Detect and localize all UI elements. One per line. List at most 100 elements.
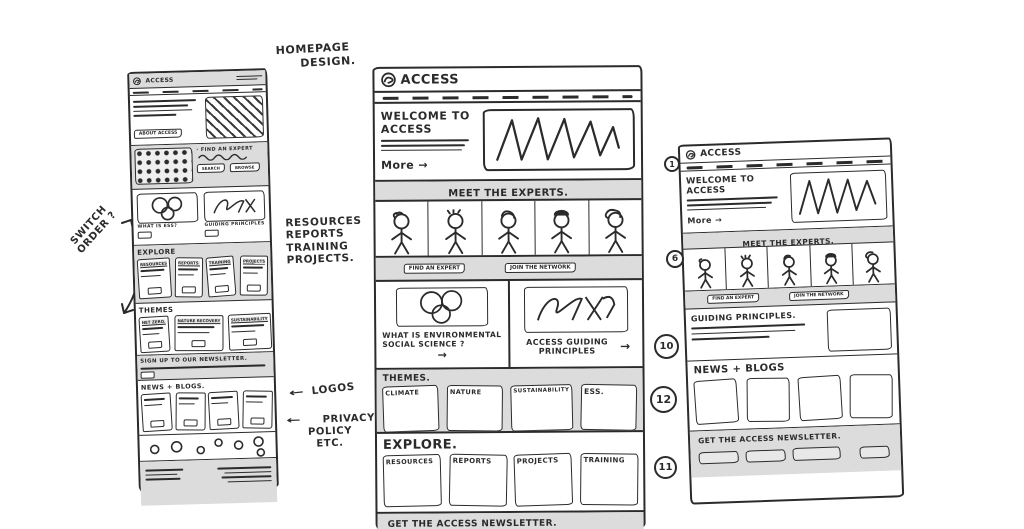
- wireframe-left-page: ACCESS ABOUT ACCESS · FIND AN EXPERT: [127, 68, 279, 506]
- newsletter-field: [792, 446, 841, 462]
- newsletter-label: GET THE ACCESS NEWSLETTER.: [387, 518, 557, 529]
- person-icon: [739, 254, 755, 288]
- person-icon: [604, 208, 626, 254]
- left-logos-row: [139, 432, 276, 462]
- hero-copy: WELCOME TO ACCESS More →: [381, 109, 483, 174]
- left-hero-text: ABOUT ACCESS: [132, 97, 206, 142]
- scribble-image: [523, 286, 629, 333]
- left-arrow-icon: ←: [288, 385, 306, 400]
- expert-cell: [587, 200, 642, 255]
- circles-image: [395, 287, 489, 327]
- news-card: [746, 377, 790, 423]
- left-info-cards: WHAT IS ESS? GUIDING PRINCIPLES: [132, 186, 270, 246]
- right-newsletter-band: GET THE ACCESS NEWSLETTER.: [689, 424, 902, 478]
- left-find-expert-band: · FIND AN EXPERT SEARCH BROWSE: [131, 142, 269, 190]
- left-footer: [140, 458, 278, 506]
- partner-logos-icons: [149, 436, 266, 457]
- right-experts-row: [683, 242, 895, 292]
- sketch-image: [203, 190, 266, 222]
- logo-icon: [381, 72, 396, 88]
- middle-explore-section: EXPLORE. RESOURCES REPORTS PROJECTS TRAI…: [376, 432, 644, 514]
- guiding-copy: GUIDING PRINCIPLES.: [691, 310, 828, 356]
- middle-experts-title-band: MEET THE EXPERTS.: [375, 180, 642, 202]
- middle-header: ACCESS: [374, 67, 641, 93]
- left-arrow-icon: ←: [286, 415, 302, 427]
- news-card: [175, 392, 205, 431]
- footer-links-left: [145, 465, 209, 501]
- circles-image: [136, 192, 199, 224]
- explore-card: TRAINING: [579, 453, 638, 506]
- guiding-principles-card: GUIDING PRINCIPLES: [203, 190, 266, 239]
- footer-links-right: [208, 463, 272, 499]
- news-card: [140, 392, 173, 433]
- find-expert-button: FIND AN EXPERT: [403, 263, 466, 274]
- newsletter-label: GET THE ACCESS NEWSLETTER.: [697, 431, 842, 446]
- welcome-title: WELCOME TO ACCESS: [380, 109, 471, 136]
- right-news-section: NEWS + BLOGS: [687, 354, 900, 432]
- card-button: [137, 231, 152, 239]
- theme-card: SUSTAINABILITY: [227, 312, 272, 351]
- what-is-ess-card: WHAT IS ENVIRONMENTAL SOCIAL SCIENCE ? →: [375, 280, 511, 368]
- step-number-badge: 12: [650, 386, 677, 413]
- expert-cell: [808, 243, 853, 287]
- right-guiding-section: GUIDING PRINCIPLES.: [685, 302, 898, 362]
- guiding-image: [826, 307, 893, 352]
- person-icon: [824, 253, 840, 285]
- more-link: More →: [687, 215, 723, 226]
- find-expert-label: · FIND AN EXPERT: [196, 145, 254, 154]
- step-number-badge: 11: [654, 456, 677, 479]
- arrow-right-icon: →: [437, 348, 448, 362]
- newsletter-field: [745, 448, 786, 463]
- newsletter-label: SIGN UP TO OUR NEWSLETTER.: [140, 355, 248, 365]
- left-themes-section: THEMES NET ZERO. NATURE RECOVERY SUSTAIN…: [135, 300, 274, 356]
- newsletter-submit-button: [140, 370, 155, 379]
- expert-cell: [375, 202, 428, 256]
- annotation-text: DESIGN.: [300, 53, 356, 70]
- wireframe-middle-page: ACCESS WELCOME TO ACCESS More → MEET THE…: [372, 65, 646, 529]
- middle-experts-buttons: FIND AN EXPERT JOIN THE NETWORK: [375, 256, 642, 282]
- news-card: [207, 390, 240, 431]
- hero-zigzag-image: [789, 169, 888, 223]
- expert-cell: [851, 242, 895, 285]
- left-newsletter-band: SIGN UP TO OUR NEWSLETTER.: [137, 352, 274, 381]
- find-expert-copy: · FIND AN EXPERT SEARCH BROWSE: [192, 145, 265, 184]
- news-card: [241, 390, 272, 429]
- expert-cell: [724, 246, 769, 290]
- brand-name: ACCESS: [400, 71, 460, 88]
- person-icon: [865, 251, 882, 283]
- hero-image: [204, 95, 265, 139]
- theme-card: SUSTAINABILITY: [510, 384, 574, 432]
- left-news-section: NEWS + BLOGS.: [137, 377, 276, 436]
- more-link: More →: [381, 158, 428, 172]
- explore-title: EXPLORE.: [382, 437, 458, 453]
- theme-card: NATURE: [446, 384, 504, 432]
- guiding-principles-label: GUIDING PRINCIPLES: [204, 221, 265, 228]
- person-icon: [391, 211, 413, 255]
- expert-cell: [427, 201, 482, 256]
- guiding-title: GUIDING PRINCIPLES.: [690, 310, 797, 324]
- explore-card: PROJECTS: [239, 255, 269, 296]
- logo-icon: [132, 76, 141, 85]
- explore-card: REPORTS: [174, 257, 204, 298]
- person-icon: [444, 209, 466, 255]
- search-button: SEARCH: [196, 163, 226, 174]
- person-icon: [498, 210, 519, 254]
- middle-themes-section: THEMES. CLIMATE NATURE SUSTAINABILITY ES…: [376, 368, 643, 434]
- person-icon: [781, 254, 797, 286]
- left-explore-section: EXPLORE RESOURCES REPORTS TRAINING: [134, 242, 272, 304]
- news-card: [796, 374, 843, 422]
- news-card: [693, 378, 740, 426]
- expert-cell: [481, 200, 535, 256]
- left-hero: ABOUT ACCESS: [129, 92, 268, 146]
- welcome-title: WELCOME TO ACCESS: [685, 174, 755, 197]
- browse-button: BROWSE: [229, 162, 260, 173]
- explore-card: TRAINING: [205, 255, 238, 298]
- news-card: [849, 374, 893, 419]
- right-header: ACCESS: [679, 139, 891, 164]
- themes-title: THEMES.: [382, 373, 431, 384]
- annotation-privacy-policy: ← PRIVACY POLICY ETC.: [286, 412, 376, 450]
- middle-experts-row: [375, 200, 642, 258]
- meet-experts-title: MEET THE EXPERTS.: [448, 187, 569, 200]
- theme-card: NATURE RECOVERY: [174, 315, 224, 352]
